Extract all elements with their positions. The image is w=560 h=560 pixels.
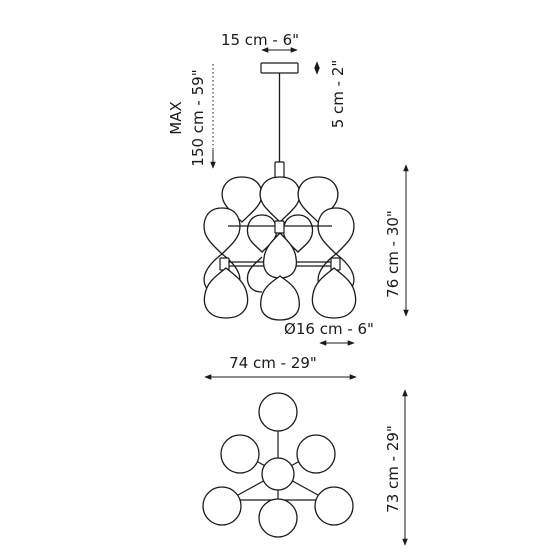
globe-diameter-dimension: Ø16 cm - 6" [284,320,374,346]
glass-globe [260,275,300,321]
overall-depth-dimension: 73 cm - 29" [384,389,408,546]
cable-length-dimension: MAX 150 cm - 59" [167,64,216,169]
canopy-height-dimension: 5 cm - 2" [314,60,347,129]
overall-depth-label: 73 cm - 29" [384,425,402,513]
plan-globe [220,434,260,474]
body-height-dimension: 76 cm - 30" [384,164,409,317]
glass-globe-row-bottom [203,267,357,321]
cable-length-label: 150 cm - 59" [189,69,207,166]
plan-globe [258,392,298,432]
side-elevation-view [203,62,357,321]
plan-globe [202,486,242,526]
canopy-width-dimension: 15 cm - 6" [221,31,299,53]
ceiling-canopy [260,62,299,74]
overall-width-dimension: 74 cm - 29" [204,354,357,380]
glass-globe [317,207,355,255]
plan-globe [314,486,354,526]
canopy-width-label: 15 cm - 6" [221,31,299,49]
max-label: MAX [167,101,185,134]
plan-globe [296,434,336,474]
body-height-label: 76 cm - 30" [384,210,402,298]
globe-diameter-label: Ø16 cm - 6" [284,320,374,338]
glass-globe [203,267,249,319]
plan-globe [261,457,295,491]
overall-width-label: 74 cm - 29" [229,354,317,372]
plan-globe [258,498,298,538]
glass-globe [311,267,357,319]
glass-globe [203,207,241,255]
canopy-height-label: 5 cm - 2" [329,60,347,129]
plan-view [202,392,354,538]
